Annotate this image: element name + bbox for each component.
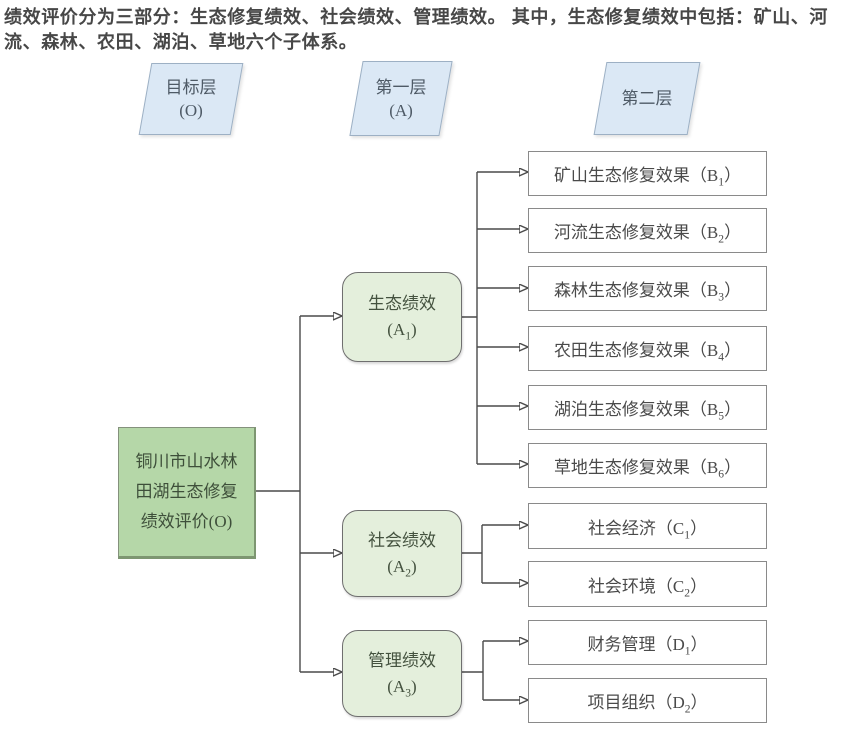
- c-connectors: [460, 525, 520, 583]
- node-b3-label-pre: 森林生态修复效果（B: [553, 281, 719, 300]
- node-b2-label-sub: 2: [718, 232, 725, 246]
- node-c1-label-sub: 1: [684, 527, 691, 541]
- node-b5-label: 湖泊生态修复效果（B5）: [553, 395, 742, 423]
- header-first-layer-text: 第一层 (A): [357, 62, 445, 135]
- header-first-layer: 第一层 (A): [349, 61, 453, 136]
- node-b3-label: 森林生态修复效果（B3）: [553, 276, 742, 304]
- node-b1-label-post: ）: [724, 166, 742, 185]
- node-a1-code-sub: 1: [405, 329, 412, 343]
- node-c2-label-sub: 2: [684, 585, 691, 599]
- node-b4-label-pre: 农田生态修复效果（B: [553, 341, 719, 360]
- node-a3-code-post: ): [411, 676, 417, 696]
- node-b5-label-pre: 湖泊生态修复效果（B: [553, 400, 719, 419]
- header-goal-line-1: 目标层: [165, 78, 217, 97]
- node-d2-label-pre: 项目组织（D: [587, 693, 685, 712]
- node-a1-code-pre: (A: [387, 320, 406, 339]
- node-d1-financial-management: 财务管理（D1）: [528, 620, 767, 665]
- node-d1-label: 财务管理（D1）: [587, 630, 708, 658]
- node-b1-label-sub: 1: [718, 175, 725, 189]
- header-second-line-1: 第二层: [621, 89, 673, 108]
- node-b1-label: 矿山生态修复效果（B1）: [553, 161, 742, 189]
- header-first-line-2: (A): [389, 100, 413, 120]
- node-b4-label-post: ）: [724, 341, 742, 360]
- node-c2-social-environment: 社会环境（C2）: [528, 561, 767, 607]
- header-goal-line-2: (O): [179, 101, 203, 120]
- d-connectors: [460, 641, 520, 700]
- node-b1-mine: 矿山生态修复效果（B1）: [528, 151, 767, 196]
- node-b6-label: 草地生态修复效果（B6）: [553, 453, 742, 481]
- root-line-2: 田湖生态修复: [135, 482, 238, 501]
- node-c2-label-post: ）: [690, 576, 708, 596]
- intro-text: 绩效评价分为三部分：生态修复绩效、社会绩效、管理绩效。 其中，生态修复绩效中包括…: [4, 5, 846, 55]
- node-d2-project-organization: 项目组织（D2）: [528, 678, 767, 723]
- node-d1-label-sub: 1: [684, 644, 691, 658]
- node-b2-label: 河流生态修复效果（B2）: [553, 218, 742, 246]
- node-a2-code-sub: 2: [405, 565, 412, 579]
- node-c1-label-pre: 社会经济（C: [587, 518, 685, 538]
- node-b6-label-pre: 草地生态修复效果（B: [553, 458, 719, 477]
- node-b6-label-post: ）: [724, 458, 742, 477]
- node-a1-code: (A1): [387, 317, 416, 343]
- node-b2-label-post: ）: [724, 223, 742, 242]
- node-a2-code: (A2): [387, 554, 416, 580]
- header-second-layer: 第二层: [593, 62, 701, 135]
- node-d1-label-post: ）: [690, 635, 708, 654]
- node-a1-ecological-performance: 生态绩效 (A1): [342, 272, 462, 362]
- node-b4-label-sub: 4: [718, 350, 725, 364]
- node-a3-code-sub: 3: [405, 685, 412, 699]
- node-b5-lake: 湖泊生态修复效果（B5）: [528, 385, 767, 430]
- node-d2-label-sub: 2: [684, 702, 691, 716]
- root-line-3: 绩效评价(O): [140, 512, 233, 531]
- node-a3-title: 管理绩效: [368, 650, 436, 670]
- intro-line-2: 流、森林、农田、湖泊、草地六个子体系。: [4, 32, 358, 52]
- node-a1-title: 生态绩效: [368, 294, 436, 313]
- node-a2-social-performance: 社会绩效 (A2): [342, 510, 462, 597]
- node-b4-label: 农田生态修复效果（B4）: [553, 336, 742, 364]
- node-b1-label-pre: 矿山生态修复效果（B: [553, 166, 719, 185]
- node-b3-label-sub: 3: [718, 290, 725, 304]
- node-a2-title: 社会绩效: [368, 530, 436, 550]
- b-connectors: [460, 172, 520, 464]
- node-b6-grassland: 草地生态修复效果（B6）: [528, 443, 767, 488]
- node-d2-label-post: ）: [690, 693, 708, 712]
- root-connectors: [253, 316, 334, 672]
- node-d2-label: 项目组织（D2）: [587, 688, 708, 716]
- node-b2-river: 河流生态修复效果（B2）: [528, 208, 767, 253]
- node-a1-code-post: ): [411, 320, 417, 339]
- node-b3-label-post: ）: [724, 281, 742, 300]
- node-a2-code-pre: (A: [387, 556, 406, 576]
- node-a3-management-performance: 管理绩效 (A3): [342, 630, 462, 717]
- root-node: 铜川市山水林 田湖生态修复 绩效评价(O): [118, 427, 256, 559]
- header-first-line-1: 第一层: [375, 77, 427, 97]
- node-b4-farmland: 农田生态修复效果（B4）: [528, 326, 767, 371]
- node-a3-code-pre: (A: [387, 676, 406, 696]
- node-b5-label-sub: 5: [718, 409, 725, 423]
- node-c1-label-post: ）: [690, 518, 708, 538]
- header-goal-layer: 目标层 (O): [138, 63, 244, 135]
- node-b6-label-sub: 6: [718, 467, 725, 481]
- node-c2-label-pre: 社会环境（C: [587, 576, 685, 596]
- node-b2-label-pre: 河流生态修复效果（B: [553, 223, 719, 242]
- header-second-layer-text: 第二层: [601, 63, 693, 134]
- node-d1-label-pre: 财务管理（D: [587, 635, 685, 654]
- node-c2-label: 社会环境（C2）: [587, 572, 708, 599]
- node-a2-code-post: ): [411, 556, 417, 576]
- header-goal-layer-text: 目标层 (O): [146, 64, 236, 134]
- node-b5-label-post: ）: [724, 400, 742, 419]
- root-line-1: 铜川市山水林: [135, 452, 238, 471]
- node-a3-code: (A3): [387, 674, 416, 700]
- node-b3-forest: 森林生态修复效果（B3）: [528, 266, 767, 311]
- intro-line-1: 绩效评价分为三部分：生态修复绩效、社会绩效、管理绩效。 其中，生态修复绩效中包括…: [4, 7, 828, 27]
- node-c1-social-economy: 社会经济（C1）: [528, 503, 767, 549]
- node-c1-label: 社会经济（C1）: [587, 514, 708, 541]
